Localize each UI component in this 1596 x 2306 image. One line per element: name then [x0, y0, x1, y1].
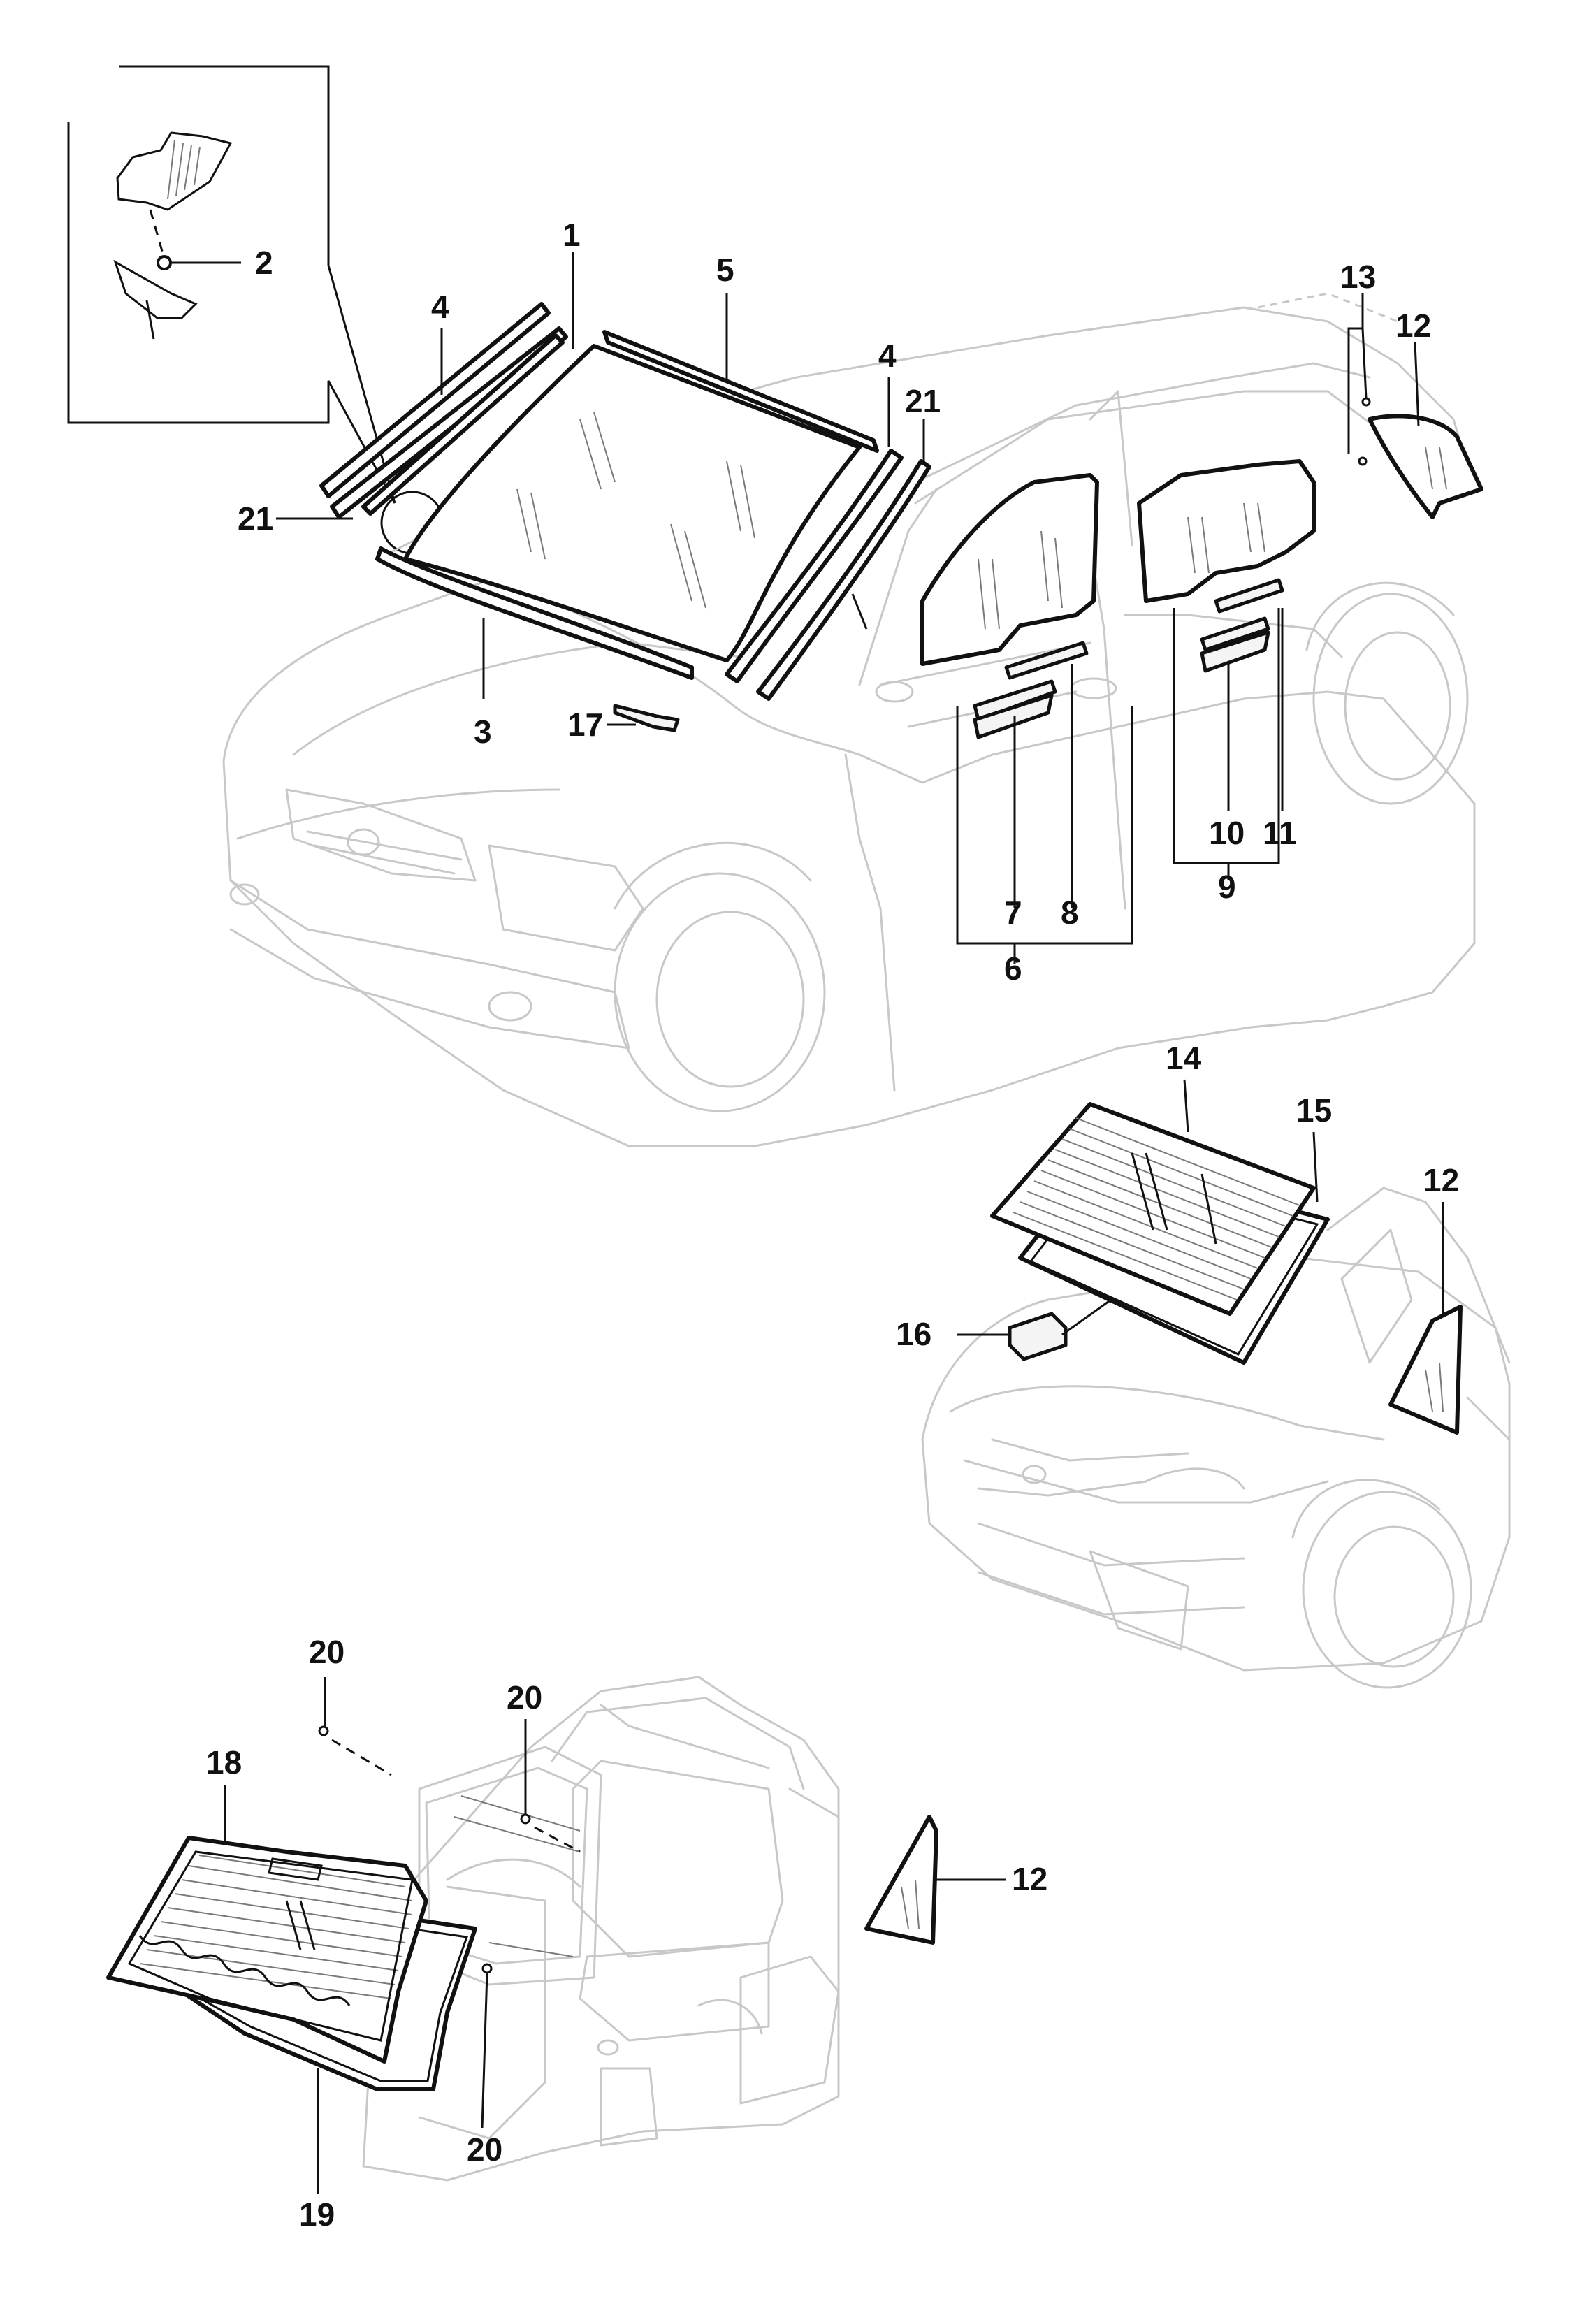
callout-4-left: 4	[431, 289, 449, 325]
spacer-block-16	[1008, 1312, 1068, 1361]
callout-11: 11	[1263, 815, 1297, 851]
rear-sedan-car-outline	[921, 1187, 1511, 1689]
front-channel-8	[1004, 641, 1089, 680]
windshield-top-molding	[602, 330, 879, 453]
front-door-glass	[920, 473, 1099, 666]
rear-window-assembly	[990, 1102, 1463, 1435]
clip-17	[613, 704, 680, 732]
callout-19: 19	[299, 2196, 335, 2233]
callout-18: 18	[206, 1744, 242, 1781]
callout-12-bottom: 12	[1012, 1861, 1047, 1897]
leader-lines	[224, 252, 1444, 2194]
rear-channel-11	[1214, 578, 1284, 614]
rivet-20c	[481, 1963, 493, 1974]
callout-2: 2	[255, 245, 273, 281]
callout-21-right: 21	[905, 383, 941, 419]
windshield	[403, 344, 862, 662]
callout-1: 1	[563, 217, 581, 253]
rivet-20a	[318, 1725, 329, 1736]
callout-20-bottom: 20	[467, 2131, 502, 2168]
callout-14: 14	[1166, 1040, 1202, 1076]
windshield-assembly	[319, 302, 931, 732]
callout-9: 9	[1218, 869, 1236, 905]
callout-16: 16	[896, 1316, 931, 1352]
callout-4-right: 4	[878, 338, 897, 374]
rear-channel-10	[1200, 616, 1270, 652]
left-pillar-molding	[319, 302, 551, 498]
callout-15: 15	[1296, 1092, 1332, 1129]
callout-3: 3	[474, 713, 492, 750]
callout-5: 5	[716, 252, 734, 288]
callout-12-top: 12	[1395, 307, 1431, 344]
callout-12-mid: 12	[1423, 1162, 1459, 1198]
callout-20-mid: 20	[507, 1679, 542, 1716]
callout-labels: 1 2 3 4 4 5 6 7 8 9 10 11 12 12 12 13 14…	[206, 217, 1459, 2233]
clip-part-2	[157, 255, 172, 270]
door-glass-assembly	[920, 397, 1483, 739]
right-pillar-molding	[725, 449, 904, 683]
cowl-molding	[375, 546, 694, 680]
callout-20-top: 20	[309, 1634, 344, 1670]
callout-13: 13	[1340, 259, 1376, 295]
quarter-glass-top	[1368, 414, 1483, 519]
rear-door-glass	[1137, 459, 1316, 603]
front-channel-7	[973, 679, 1057, 722]
rivet-20b	[520, 1813, 531, 1825]
callout-21-left: 21	[238, 500, 273, 537]
rear-hatch-car-outline	[362, 1676, 840, 2182]
retainer-13	[1361, 397, 1371, 407]
callout-10: 10	[1209, 815, 1245, 851]
callout-8: 8	[1061, 894, 1079, 931]
callout-17: 17	[567, 706, 603, 743]
callout-7: 7	[1004, 894, 1022, 931]
quarter-glass-bottom	[864, 1815, 938, 1945]
rear-hatch-glass-assembly	[106, 1725, 938, 2091]
callout-6: 6	[1004, 950, 1022, 987]
